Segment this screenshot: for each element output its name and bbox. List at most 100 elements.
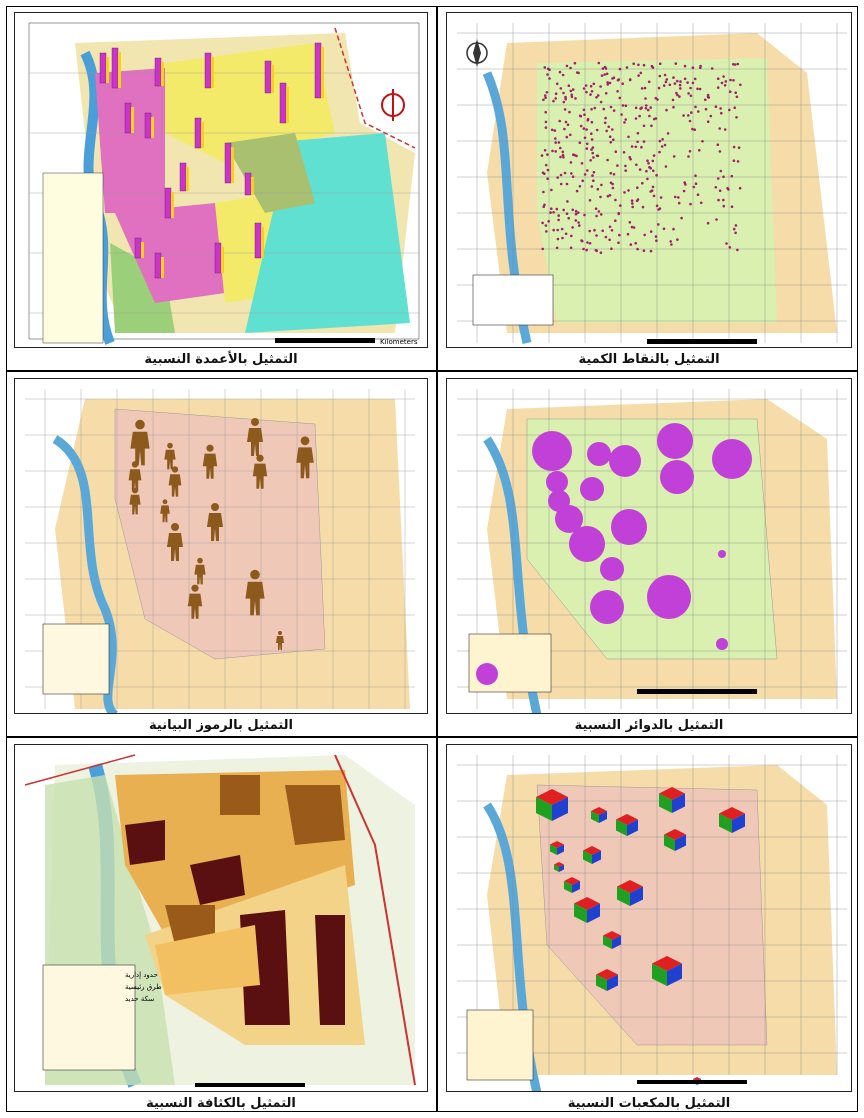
caption-p5: التمثيل بالكثافة النسبية: [146, 1096, 296, 1111]
population-dot: [590, 132, 593, 135]
population-dot: [678, 95, 681, 98]
population-dot: [608, 135, 612, 138]
population-dot: [676, 93, 679, 97]
population-dot: [643, 86, 647, 90]
population-dot: [562, 100, 566, 104]
population-dot: [578, 185, 582, 188]
population-dot: [698, 87, 702, 91]
population-dot: [634, 145, 638, 149]
population-dot: [548, 77, 551, 80]
proportional-column: [144, 112, 152, 139]
population-dot: [558, 70, 562, 74]
population-dot: [688, 150, 692, 153]
population-dot: [666, 132, 670, 135]
proportional-column-shadow: [151, 117, 154, 138]
population-dot: [622, 151, 626, 154]
proportional-column-shadow: [221, 247, 224, 273]
population-dot: [549, 211, 552, 214]
proportional-column: [154, 57, 162, 87]
proportional-column-shadow: [171, 192, 174, 218]
population-dot: [677, 201, 681, 205]
proportional-column: [254, 222, 262, 259]
proportional-circle: [580, 477, 604, 501]
proportional-column-shadow: [201, 122, 204, 148]
population-dot: [699, 64, 702, 68]
population-dot: [589, 84, 593, 88]
person-symbol: [167, 523, 183, 561]
population-dot: [716, 143, 720, 146]
population-dot: [699, 201, 703, 205]
person-symbol: [194, 557, 206, 585]
population-dot: [614, 198, 617, 202]
proportional-column-shadow: [131, 107, 134, 133]
map-proportional-columns: Kilometers: [14, 12, 428, 348]
population-dot: [606, 158, 609, 162]
population-dot: [672, 155, 676, 158]
population-dot: [693, 128, 696, 131]
population-dot: [547, 220, 550, 223]
population-dot: [618, 96, 622, 100]
population-dot: [662, 227, 666, 231]
population-dot: [624, 104, 628, 107]
population-dot: [571, 88, 575, 91]
population-dot: [727, 188, 730, 191]
population-dot: [647, 80, 651, 84]
proportional-circle: [555, 505, 583, 533]
population-dot: [570, 234, 573, 238]
population-dot: [690, 111, 693, 114]
population-dot: [655, 239, 658, 242]
population-dot: [565, 182, 569, 186]
population-dot: [574, 219, 578, 222]
population-dot: [641, 181, 644, 185]
proportional-column: [194, 117, 202, 149]
caption-p6: التمثيل بالمكعبات النسبية: [567, 1096, 731, 1111]
population-dot: [582, 108, 586, 112]
legend-main-roads: طرق رئيسية: [125, 983, 162, 991]
population-dot: [724, 80, 728, 83]
population-dot: [640, 145, 643, 149]
population-dot: [657, 86, 661, 90]
population-dot: [719, 169, 723, 173]
population-dot: [628, 78, 632, 81]
population-dot: [607, 125, 610, 129]
population-dot: [554, 92, 558, 95]
population-dot: [562, 208, 565, 212]
population-dot: [605, 129, 608, 133]
population-dot: [733, 63, 737, 66]
population-dot: [618, 233, 621, 237]
population-dot: [642, 140, 646, 143]
population-dot: [676, 238, 679, 241]
population-dot: [639, 71, 643, 75]
population-dot: [636, 140, 639, 144]
proportional-circle: [569, 526, 605, 562]
person-symbol: [164, 442, 176, 470]
proportional-column: [164, 187, 172, 219]
population-dot: [562, 156, 565, 159]
population-dot: [707, 96, 711, 99]
population-dot: [691, 66, 695, 69]
population-dot: [555, 246, 559, 250]
population-dot: [593, 228, 596, 232]
population-dot: [654, 96, 658, 100]
population-dot: [623, 121, 626, 124]
population-dot: [650, 64, 654, 68]
population-dot: [559, 87, 563, 90]
population-dot: [657, 223, 660, 226]
population-dot: [546, 177, 549, 180]
population-dot: [543, 172, 546, 175]
population-dot: [658, 62, 662, 65]
population-dot: [599, 100, 603, 104]
population-dot: [586, 241, 589, 244]
population-dot: [722, 75, 725, 78]
population-dot: [732, 227, 736, 231]
population-dot: [644, 107, 648, 110]
population-dot: [723, 128, 727, 131]
caption-p2: التمثيل بالنقاط الكمية: [578, 352, 720, 367]
population-dot: [571, 175, 575, 178]
population-dot: [563, 127, 566, 131]
population-dot: [723, 84, 727, 87]
population-dot: [694, 105, 697, 109]
population-dot: [632, 226, 636, 229]
map-dot-density: [446, 12, 852, 348]
population-dot: [652, 169, 655, 173]
